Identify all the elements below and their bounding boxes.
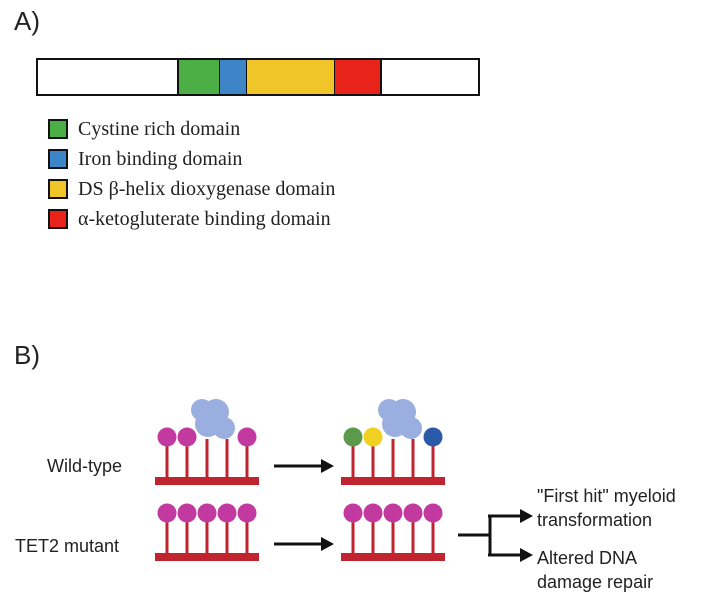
mut-right-mark [383,503,403,523]
mut-right-cpg-stem [371,515,375,553]
wt-right-tet2-enzyme-blob [400,417,422,439]
cystine-rich-segment [177,60,219,94]
wt-right-mark [423,427,443,447]
outcome-myeloid-transformation: "First hit" myeloid transformation [537,484,676,532]
wt-right-cpg-stem [371,439,375,477]
mut-right-cpg-stem [391,515,395,553]
mut-left-mark [157,503,177,523]
mut-right-cpg-stem [411,515,415,553]
outcome-line: Altered DNA [537,548,638,568]
outcome-line: damage repair [537,572,654,592]
wt-right-cpg-stem [411,439,415,477]
panel-b-label: B) [14,340,40,370]
wt-left-cpg-stem [185,439,189,477]
legend-label: Cystine rich domain [78,117,241,140]
branch-upper-head [520,509,533,523]
wt-left-cpg-stem [205,439,209,477]
mut-left-mark [177,503,197,523]
wt-left-tet2-enzyme-blob [213,417,235,439]
mut-right-mark [363,503,383,523]
domain-legend: Cystine rich domain Iron binding domain … [48,114,335,234]
legend-item-alpha-kg: α-ketogluterate binding domain [48,204,335,234]
outcome-line: "First hit" myeloid [537,486,676,506]
mut-left-mark [237,503,257,523]
legend-swatch-red [48,209,68,229]
wt-left-mark [177,427,197,447]
mut-left-mark [197,503,217,523]
mut-right-mark [423,503,443,523]
wt-right-dna-backbone [341,477,445,485]
outcome-line: transformation [537,510,653,530]
mut-right-mark [403,503,423,523]
legend-swatch-blue [48,149,68,169]
wt-left-mark [157,427,177,447]
wt-right-cpg-stem [391,439,395,477]
legend-swatch-yellow [48,179,68,199]
mut-left-cpg-stem [245,515,249,553]
mut-left-mark [217,503,237,523]
wt-right-mark [343,427,363,447]
wt-arrow-head [321,459,334,473]
mut-arrow-head [321,537,334,551]
wt-right-cpg-stem [431,439,435,477]
wt-left-mark [237,427,257,447]
legend-label: Iron binding domain [78,147,243,170]
legend-item-ds-beta-helix: DS β-helix dioxygenase domain [48,174,335,204]
legend-label: α-ketogluterate binding domain [78,207,331,230]
wt-right-mark [363,427,383,447]
wt-left-cpg-stem [245,439,249,477]
branch-lower-head [520,548,533,562]
legend-item-iron: Iron binding domain [48,144,335,174]
wt-left-cpg-stem [225,439,229,477]
panel-a-label: A) [14,6,40,36]
legend-label: DS β-helix dioxygenase domain [78,177,336,200]
iron-binding-segment [219,60,246,94]
mut-right-cpg-stem [351,515,355,553]
wild-type-label: Wild-type [47,456,123,476]
tet2-protein-bar [36,58,480,96]
wt-left-cpg-stem [165,439,169,477]
wt-right-cpg-stem [351,439,355,477]
wt-left-dna-backbone [155,477,259,485]
mut-left-cpg-stem [165,515,169,553]
legend-item-cystine: Cystine rich domain [48,114,335,144]
mut-right-mark [343,503,363,523]
ds-beta-helix-segment [246,60,334,94]
mut-left-cpg-stem [225,515,229,553]
mut-right-dna-backbone [341,553,445,561]
mut-left-cpg-stem [185,515,189,553]
outcome-dna-damage-repair: Altered DNA damage repair [537,546,653,594]
tet2-mutant-label: TET2 mutant [15,536,120,556]
mut-right-cpg-stem [431,515,435,553]
mut-left-dna-backbone [155,553,259,561]
alpha-kg-binding-segment [334,60,382,94]
legend-swatch-green [48,119,68,139]
mut-left-cpg-stem [205,515,209,553]
